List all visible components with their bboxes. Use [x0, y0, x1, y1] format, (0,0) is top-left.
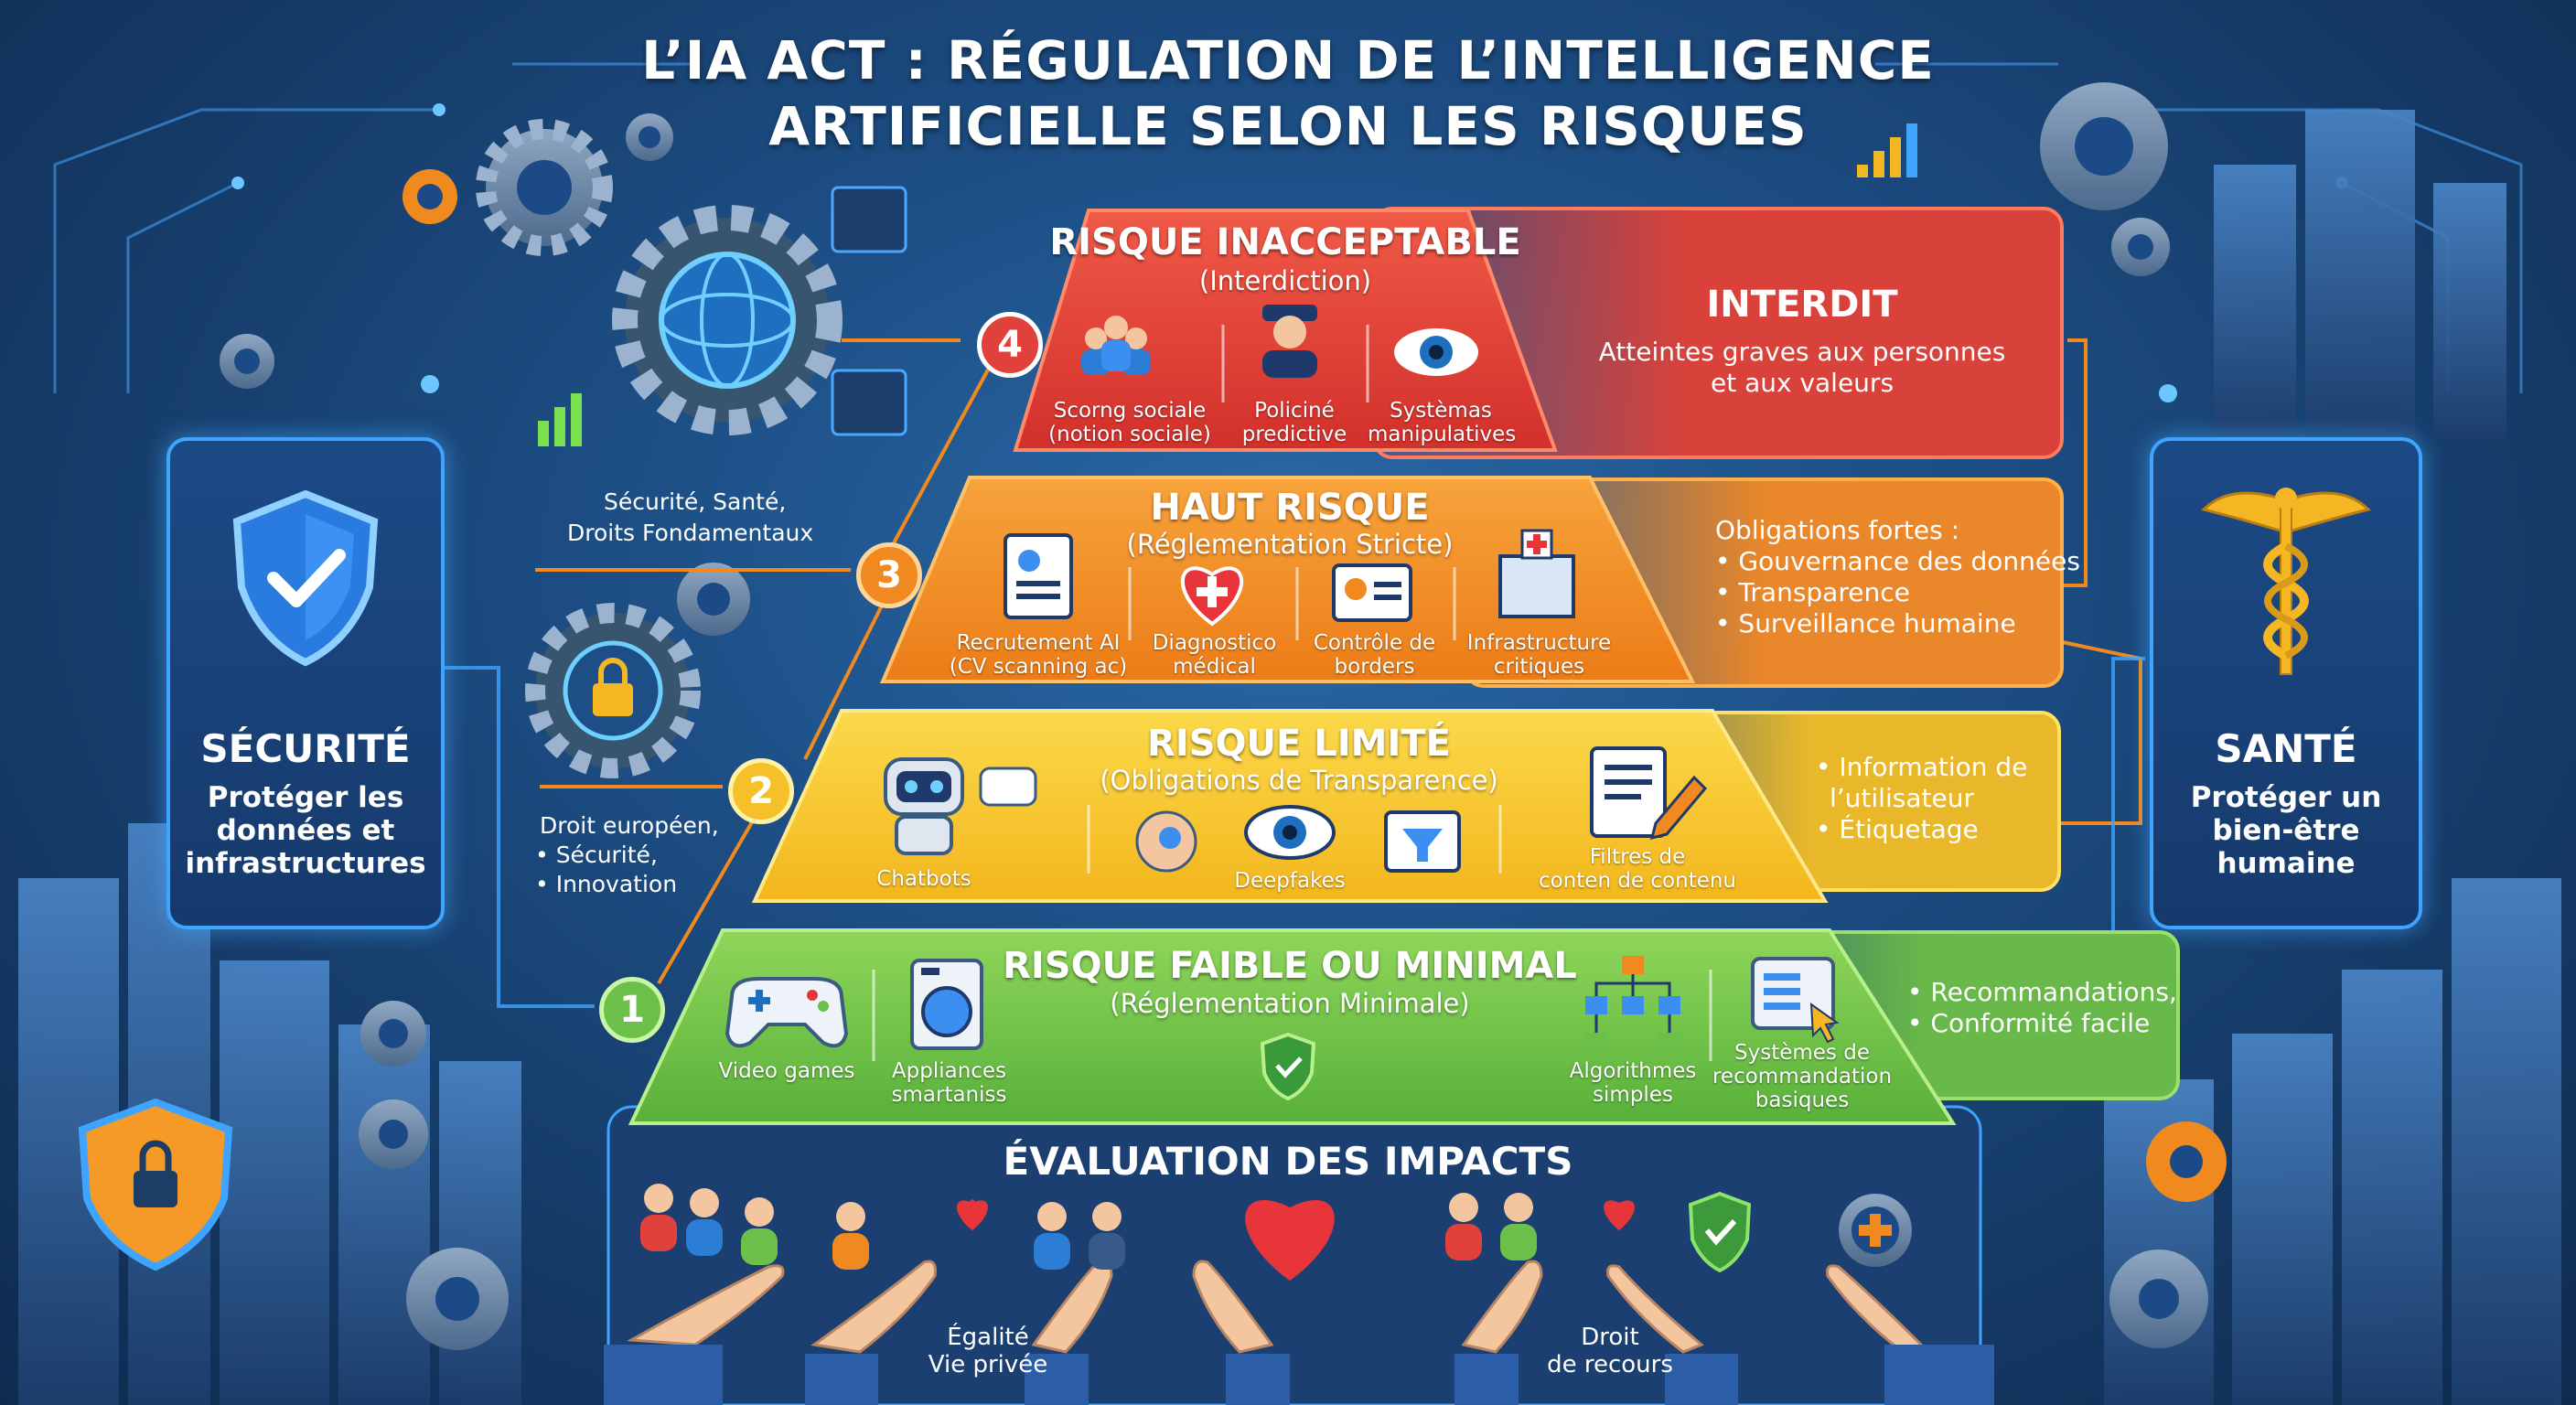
tier1-item1-label: Video games	[718, 1059, 855, 1083]
tier4-number-badge: 4	[977, 312, 1043, 378]
head-gear-icon	[1135, 810, 1197, 873]
health-panel: SANTÉ Protéger un bien-être humaine	[2150, 437, 2422, 929]
security-panel: SÉCURITÉ Protéger les données et infrast…	[166, 437, 445, 929]
tier2-right-line1: • Information de	[1816, 752, 2028, 782]
sleeves	[604, 1345, 1994, 1405]
tier1-right-line2: • Conformité facile	[1907, 1008, 2151, 1038]
impact-title: ÉVALUATION DES IMPACTS	[1003, 1139, 1573, 1184]
page-title-line1: L’IA ACT : RÉGULATION DE L’INTELLIGENCE	[641, 29, 1935, 91]
tier3-number-badge: 3	[856, 542, 922, 608]
tier3-subtitle: (Réglementation Stricte)	[1126, 529, 1454, 560]
tier2-item2-label: Deepfakes	[1234, 869, 1346, 893]
tier-dividers	[872, 325, 1712, 1061]
lock-gear-icon	[525, 603, 701, 778]
eye-icon	[1394, 328, 1478, 376]
hands-icons	[626, 1260, 1924, 1354]
left-note-1-line1: Sécurité, Santé,	[604, 488, 787, 515]
right-city-skyline	[2104, 110, 2561, 1405]
medical-gear-icon	[1839, 1194, 1912, 1267]
lock-shield-icon	[78, 1098, 233, 1271]
tier2-subtitle: (Obligations de Transparence)	[1100, 765, 1498, 796]
tier1-number-badge: 1	[599, 977, 665, 1043]
security-desc-2: données et	[216, 814, 395, 847]
connector-lines	[535, 338, 2142, 985]
tier2-right-line2: l’utilisateur	[1830, 783, 1974, 813]
tier4-item1-label: Scorng sociale(notion sociale)	[1048, 399, 1211, 446]
shield-check-icon	[232, 489, 379, 667]
id-card-icon	[1332, 563, 1412, 622]
tier4-subtitle: (Interdiction)	[1198, 265, 1372, 296]
left-note-2-line1: Droit européen,	[540, 812, 719, 839]
people-icons	[640, 1184, 1537, 1270]
robot-icon	[884, 757, 1037, 855]
gear-icons	[220, 82, 2227, 1350]
tier1-right-line1: • Recommandations,	[1907, 977, 2177, 1007]
tier4-title: RISQUE INACCEPTABLE	[1049, 221, 1521, 263]
code-window-icons	[831, 186, 907, 436]
tier3-item1-label: Recrutement AI(CV scanning ac)	[949, 631, 1128, 679]
tier2-number-badge: 2	[728, 758, 794, 824]
people-icon	[1081, 316, 1151, 375]
eye-filter-icon	[1244, 805, 1336, 860]
globe-gear-icon	[612, 205, 843, 435]
caduceus-icon	[2201, 488, 2371, 675]
filter-window-icon	[1384, 810, 1461, 873]
left-note-1-line2: Droits Fondamentaux	[567, 520, 814, 546]
heart-icons	[957, 1199, 1635, 1281]
tier4-right-title: INTERDIT	[1706, 284, 1898, 326]
tier3-title: HAUT RISQUE	[1150, 487, 1430, 529]
tier2-title: RISQUE LIMITÉ	[1147, 723, 1451, 765]
security-desc-3: infrastructures	[185, 847, 426, 880]
tier3-right-line1: Obligations fortes :	[1715, 515, 1960, 545]
medical-heart-icon	[1180, 566, 1244, 627]
gamepad-icon	[724, 977, 849, 1048]
tier2-item1-label: Chatbots	[876, 867, 971, 891]
title-block: L’IA ACT : RÉGULATION DE L’INTELLIGENCE …	[0, 27, 2576, 159]
bar-chart-icon	[538, 123, 1917, 446]
tier2-right-line3: • Étiquetage	[1816, 814, 1979, 844]
security-desc-1: Protéger les	[207, 781, 404, 814]
check-badge-icon	[1260, 1032, 1316, 1101]
tier3-right-line3: • Transparence	[1715, 577, 1910, 607]
security-title: SÉCURITÉ	[200, 726, 411, 771]
left-note-2-line3: • Innovation	[535, 871, 678, 897]
washing-machine-icon	[910, 959, 983, 1050]
police-officer-icon	[1262, 305, 1317, 378]
tier1-subtitle: (Réglementation Minimale)	[1110, 988, 1470, 1019]
tier1-title: RISQUE FAIBLE OU MINIMAL	[1003, 945, 1577, 987]
health-desc-2: bien-être	[2212, 814, 2360, 847]
page-title-line2: ARTIFICIELLE SELON LES RISQUES	[768, 95, 1808, 157]
recommendation-window-icon	[1751, 957, 1840, 1044]
health-title: SANTÉ	[2215, 726, 2357, 771]
health-desc-3: humaine	[2216, 847, 2356, 880]
cv-document-icon	[1004, 533, 1073, 619]
tier3-right-line2: • Gouvernance des données	[1715, 546, 2080, 576]
health-desc-1: Protéger un	[2190, 781, 2382, 814]
left-note-2-line2: • Sécurité,	[535, 842, 658, 868]
hospital-icon	[1498, 529, 1575, 618]
document-pencil-icon	[1590, 746, 1708, 841]
tier3-right-line4: • Surveillance humaine	[1715, 608, 2016, 638]
check-shield-icon	[1688, 1191, 1752, 1273]
flowchart-icon	[1585, 956, 1680, 1051]
tier3-band	[879, 476, 1696, 683]
